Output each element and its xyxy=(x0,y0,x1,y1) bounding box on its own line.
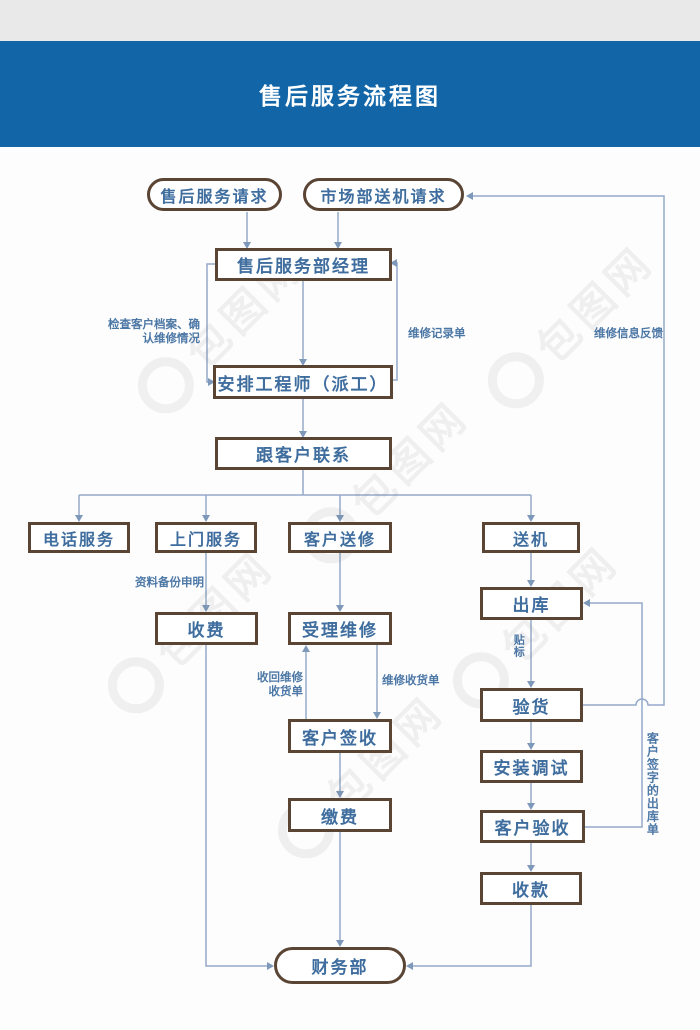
node-contact-customer: 跟客户联系 xyxy=(215,437,392,470)
node-market-dept-delivery-request: 市场部送机请求 xyxy=(303,178,464,211)
label-repair-info-feedback: 维修信息反馈 xyxy=(594,326,663,340)
node-after-sales-manager: 售后服务部经理 xyxy=(215,248,392,281)
node-customer-sendin-repair: 客户送修 xyxy=(288,522,392,553)
node-phone-service: 电话服务 xyxy=(28,522,130,553)
label-repair-receipt: 维修收货单 xyxy=(382,673,440,687)
node-goods-inspection: 验货 xyxy=(480,688,583,722)
label-return-repair-receipt: 收回维修 收货单 xyxy=(230,670,304,699)
node-install-debug: 安装调试 xyxy=(480,750,583,783)
label-line: 认维修情况 xyxy=(142,330,201,345)
label-line: 检查客户档案、确 xyxy=(108,317,200,331)
node-customer-acceptance: 客户验收 xyxy=(480,810,585,843)
label-repair-record-slip: 维修记录单 xyxy=(408,326,466,340)
watermark-text: 包图网 xyxy=(147,541,284,678)
watermark-text: 包图网 xyxy=(527,236,664,373)
node-charge-fee: 收费 xyxy=(155,612,258,645)
node-warehouse-out: 出库 xyxy=(480,587,583,620)
label-check-customer-archive: 检查客户档案、确 认维修情况 xyxy=(90,317,201,346)
label-sticker: 贴标 xyxy=(512,634,526,658)
node-onsite-service: 上门服务 xyxy=(155,522,257,553)
watermark-logo-icon xyxy=(125,345,206,425)
label-line: 收回维修 xyxy=(257,670,303,684)
node-deliver-machine: 送机 xyxy=(482,522,580,553)
watermark: 包图网 xyxy=(264,680,456,872)
watermark-logo-icon xyxy=(95,645,176,725)
node-customer-sign: 客户签收 xyxy=(288,719,392,753)
page-title: 售后服务流程图 xyxy=(259,84,441,110)
label-signed-outbound-slip: 客户签字的出库单 xyxy=(645,732,660,836)
node-collect-payment: 收款 xyxy=(480,872,582,905)
node-finance-dept: 财务部 xyxy=(274,947,406,984)
label-data-backup-statement: 资料备份申明 xyxy=(135,575,204,589)
node-assign-engineer: 安排工程师（派工） xyxy=(213,365,393,399)
watermark-logo-icon xyxy=(475,340,556,420)
node-pay-fee: 缴费 xyxy=(288,798,392,832)
node-accept-repair: 受理维修 xyxy=(288,612,392,645)
label-line: 收货单 xyxy=(268,683,304,698)
node-after-sales-request: 售后服务请求 xyxy=(147,178,282,211)
title-banner: 售后服务流程图 xyxy=(0,41,700,147)
